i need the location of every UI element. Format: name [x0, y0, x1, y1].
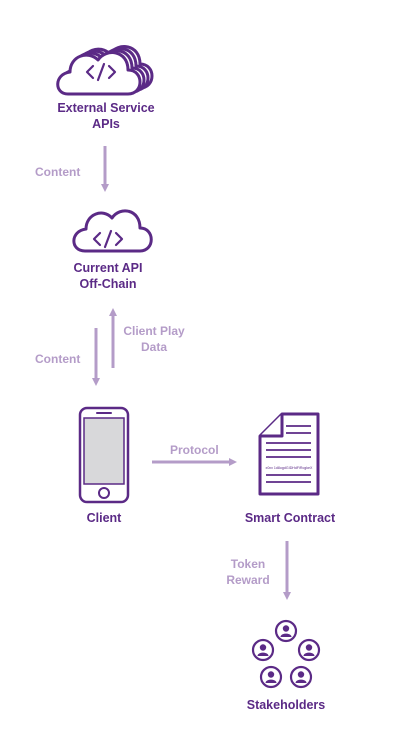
- external-service-label-line1: External Service: [57, 101, 155, 115]
- current-api-label: Current API Off-Chain: [48, 260, 168, 292]
- person-icon: [251, 638, 275, 662]
- document-icon: x0xx 1d8ogdGIDHdFiRcgkeX: [258, 412, 320, 496]
- person-icon: [289, 665, 313, 689]
- stakeholders-label: Stakeholders: [246, 698, 326, 712]
- edge-label-token-line1: Token: [230, 557, 266, 571]
- client-label: Client: [86, 511, 122, 525]
- edge-label-protocol: Protocol: [170, 443, 219, 457]
- external-service-label: External Service APIs: [38, 100, 174, 132]
- current-api-label-line2: Off-Chain: [79, 277, 137, 291]
- person-icon: [274, 619, 298, 643]
- edge-label-client-play-line1: Client Play: [123, 324, 185, 338]
- cloud-code-icon: [72, 209, 153, 253]
- contract-address: x0xx 1d8ogdGIDHdFiRcgkeX: [266, 466, 314, 470]
- person-icon: [259, 665, 283, 689]
- cloud-stack-code-icon: [56, 45, 154, 96]
- edge-label-token-reward: Token Reward: [222, 556, 274, 588]
- edge-label-content-2: Content: [35, 352, 81, 366]
- current-api-label-line1: Current API: [73, 261, 143, 275]
- smart-contract-label: Smart Contract: [244, 511, 336, 525]
- edge-label-content-1: Content: [35, 165, 81, 179]
- edge-label-client-play-data: Client Play Data: [120, 323, 188, 355]
- edge-label-client-play-line2: Data: [140, 340, 167, 354]
- person-icon: [297, 638, 321, 662]
- external-service-label-line2: APIs: [92, 117, 120, 131]
- edge-label-token-line2: Reward: [226, 573, 270, 587]
- smartphone-icon: [78, 406, 130, 504]
- people-circle-icon: [251, 619, 321, 689]
